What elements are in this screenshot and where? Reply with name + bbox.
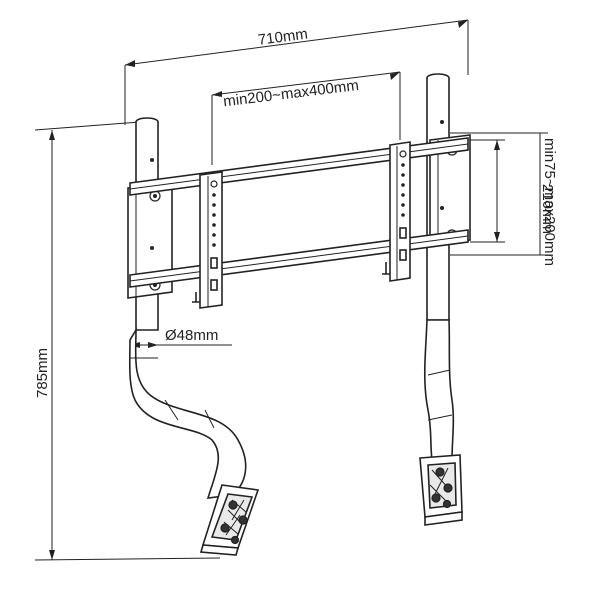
left-vesa-arm bbox=[192, 171, 223, 309]
dimension-bracket-height bbox=[470, 139, 505, 243]
label-total-width: 710mm bbox=[257, 25, 309, 48]
label-vesa-horizontal: min200~max400mm bbox=[222, 77, 359, 110]
label-vesa-vertical: min75~max200mm bbox=[541, 138, 558, 266]
label-total-height: 785mm bbox=[34, 348, 51, 398]
bottom-rail bbox=[129, 229, 469, 288]
label-tube-diameter: Ø48mm bbox=[165, 327, 218, 344]
dimension-total-height bbox=[34, 121, 221, 561]
top-rail bbox=[129, 137, 469, 196]
right-vesa-arm bbox=[382, 141, 411, 282]
label-bracket-height: 210mm bbox=[539, 184, 556, 234]
dimension-vesa-vertical bbox=[450, 132, 548, 256]
dimension-total-width bbox=[124, 19, 469, 125]
dimension-vesa-horizontal bbox=[211, 71, 401, 165]
